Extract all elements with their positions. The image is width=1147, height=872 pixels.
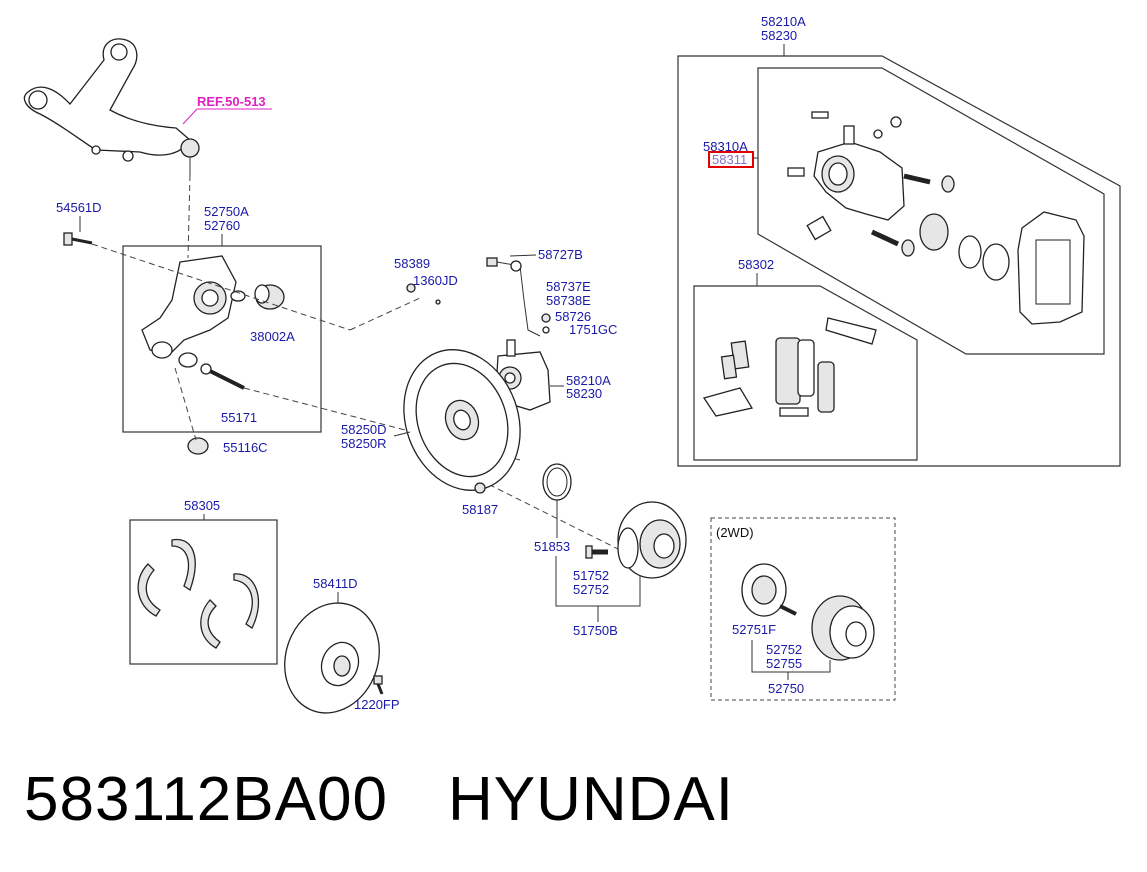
label-51750B[interactable]: 51750B bbox=[573, 623, 618, 638]
caliper-body-drawing bbox=[787, 111, 1010, 281]
cap-1360JD bbox=[435, 299, 441, 305]
label-55171[interactable]: 55171 bbox=[221, 410, 257, 425]
label-58210A-mid[interactable]: 58210A bbox=[566, 373, 611, 388]
label-52751F[interactable]: 52751F bbox=[732, 622, 776, 637]
label-58250D[interactable]: 58250D bbox=[341, 422, 387, 437]
label-58210A-top[interactable]: 58210A bbox=[761, 14, 806, 29]
label-58187[interactable]: 58187 bbox=[462, 502, 498, 517]
pad-bracket-drawing bbox=[1017, 211, 1085, 325]
label-58230-mid[interactable]: 58230 bbox=[566, 386, 602, 401]
label-58726[interactable]: 58726 bbox=[555, 309, 591, 324]
label-1360JD[interactable]: 1360JD bbox=[413, 273, 458, 288]
bolt-54561D bbox=[63, 232, 93, 246]
label-58302[interactable]: 58302 bbox=[738, 257, 774, 272]
bushing-38002A bbox=[254, 284, 285, 310]
nut-55116C bbox=[187, 437, 209, 455]
parking-shoes-drawing bbox=[137, 538, 260, 649]
parts-diagram: REF.50-513 52750A 52760 38002A 55171 545… bbox=[23, 14, 1121, 714]
bolt-1220FP bbox=[373, 675, 384, 695]
pad-kit-box bbox=[693, 285, 918, 461]
label-58738E[interactable]: 58738E bbox=[546, 293, 591, 308]
brake-pads-drawing bbox=[702, 317, 877, 417]
2wd-group-box bbox=[710, 517, 896, 701]
knuckle-drawing bbox=[141, 255, 246, 368]
label-55116C[interactable]: 55116C bbox=[223, 440, 268, 455]
caliper-subassembly-box bbox=[757, 67, 1105, 355]
label-52750[interactable]: 52750 bbox=[768, 681, 804, 696]
hub-bearing-drawing bbox=[617, 501, 687, 579]
ref-label[interactable]: REF.50-513 bbox=[197, 94, 266, 109]
bolt-58187 bbox=[474, 482, 486, 494]
label-58411D[interactable]: 58411D bbox=[313, 576, 358, 591]
label-52752-b[interactable]: 52752 bbox=[766, 642, 802, 657]
label-58250R[interactable]: 58250R bbox=[341, 436, 387, 451]
label-38002A[interactable]: 38002A bbox=[250, 329, 295, 344]
backing-plate-drawing bbox=[403, 349, 521, 491]
label-52752-a[interactable]: 52752 bbox=[573, 582, 609, 597]
label-52760[interactable]: 52760 bbox=[204, 218, 240, 233]
label-58310A[interactable]: 58310A bbox=[703, 139, 748, 154]
label-58311[interactable]: 58311 bbox=[712, 152, 747, 167]
2wd-hub-drawing bbox=[741, 563, 875, 661]
label-58727B[interactable]: 58727B bbox=[538, 247, 583, 262]
label-2wd[interactable]: (2WD) bbox=[716, 525, 754, 540]
brake-hose-drawing bbox=[486, 257, 551, 337]
label-52755[interactable]: 52755 bbox=[766, 656, 802, 671]
upper-arm-drawing bbox=[23, 38, 200, 175]
bolt-55171 bbox=[200, 363, 245, 390]
label-1220FP[interactable]: 1220FP bbox=[354, 697, 400, 712]
label-51853[interactable]: 51853 bbox=[534, 539, 570, 554]
caption: 583112BA00 HYUNDAI bbox=[24, 760, 1124, 840]
label-52750A[interactable]: 52750A bbox=[204, 204, 249, 219]
label-54561D[interactable]: 54561D bbox=[56, 200, 102, 215]
label-58737E[interactable]: 58737E bbox=[546, 279, 591, 294]
label-51752[interactable]: 51752 bbox=[573, 568, 609, 583]
brand-name: HYUNDAI bbox=[447, 765, 734, 834]
caliper-assembly-box bbox=[677, 55, 1121, 467]
brake-disc-drawing bbox=[284, 602, 380, 714]
label-58305[interactable]: 58305 bbox=[184, 498, 220, 513]
label-58389[interactable]: 58389 bbox=[394, 256, 430, 271]
label-58230-top[interactable]: 58230 bbox=[761, 28, 797, 43]
stud-51752 bbox=[585, 545, 608, 559]
highlight-box bbox=[708, 151, 754, 168]
bleeder-58389 bbox=[406, 283, 416, 293]
part-number: 583112BA00 bbox=[24, 765, 388, 834]
label-1751GC[interactable]: 1751GC bbox=[569, 322, 617, 337]
